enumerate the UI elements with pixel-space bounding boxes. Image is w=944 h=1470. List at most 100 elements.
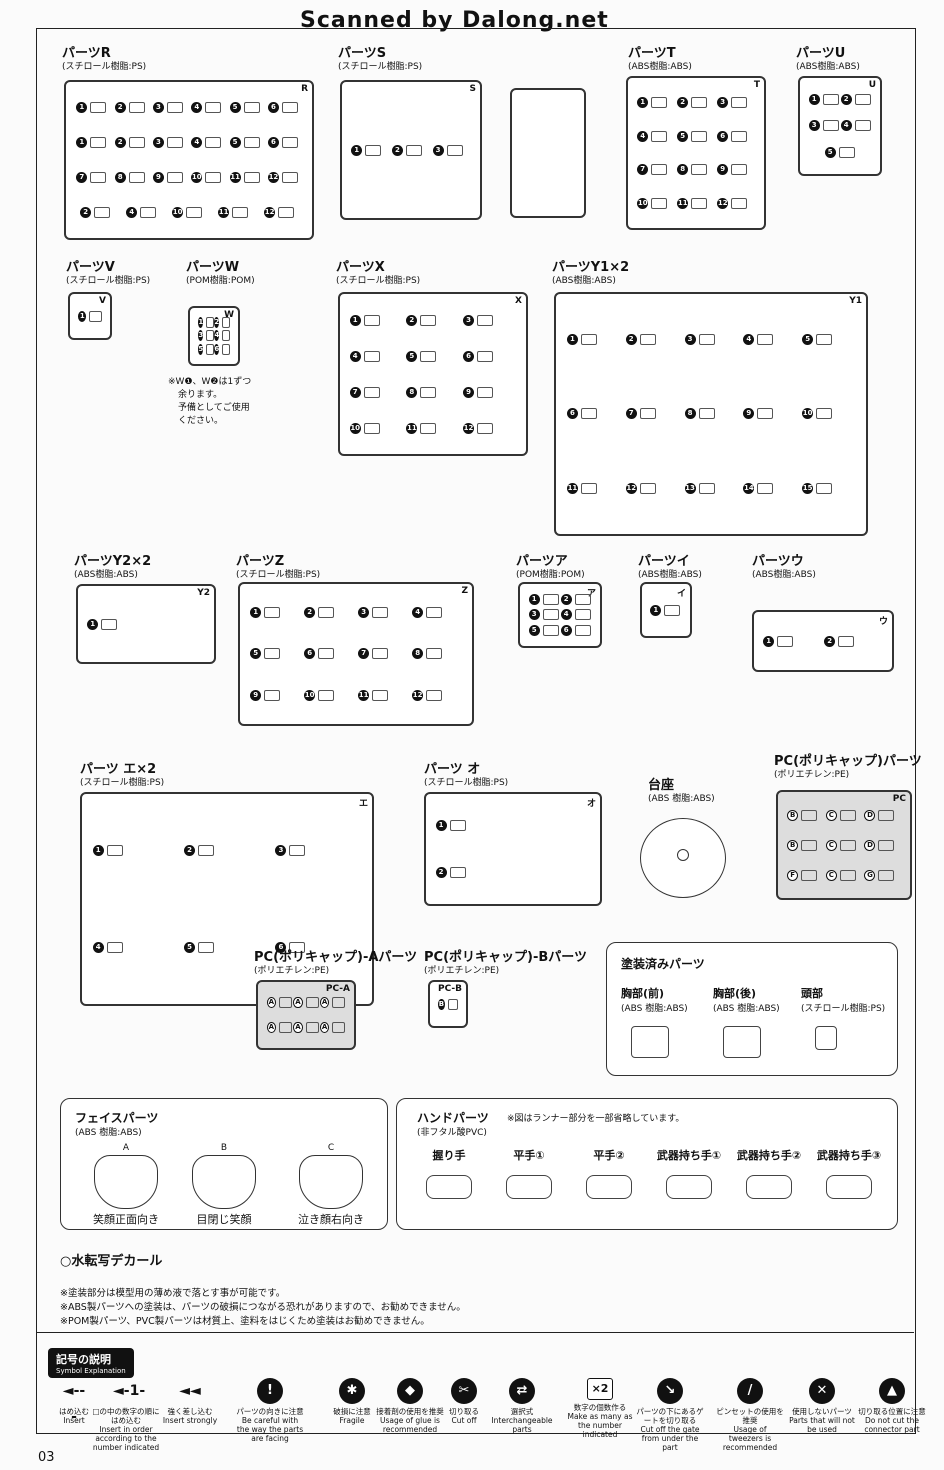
part-piece bbox=[854, 120, 871, 132]
part-cell: 1 bbox=[528, 594, 560, 606]
parts-material: (POM樹脂:POM) bbox=[186, 276, 255, 286]
part-number: A bbox=[293, 997, 303, 1008]
parts-material: (スチロール樹脂:PS) bbox=[236, 570, 321, 580]
part-piece bbox=[801, 839, 818, 851]
part-cell: 7 bbox=[349, 386, 403, 398]
part-piece bbox=[420, 386, 437, 398]
part-cell: 6 bbox=[463, 350, 516, 362]
part-number: 7 bbox=[349, 386, 361, 398]
part-number: 4 bbox=[349, 350, 361, 362]
part-cell: 9 bbox=[743, 408, 796, 420]
symbol-title-en: Symbol Explanation bbox=[56, 1367, 126, 1375]
symbol-en: Do not cut the connector part bbox=[864, 1416, 920, 1434]
part-cell: 12 bbox=[463, 422, 516, 434]
part-cell: 2 bbox=[114, 102, 149, 113]
part-cell: 9 bbox=[463, 386, 516, 398]
part-piece bbox=[757, 483, 774, 495]
part-piece bbox=[816, 408, 833, 420]
runner-label: イ bbox=[676, 589, 686, 599]
part-number: 8 bbox=[114, 172, 126, 183]
part-piece bbox=[128, 172, 145, 183]
part-piece bbox=[205, 102, 222, 113]
part-number: 12 bbox=[463, 422, 474, 434]
part-cell: 3 bbox=[152, 102, 187, 113]
part-number: 6 bbox=[566, 408, 578, 420]
part-piece bbox=[222, 317, 230, 329]
runner-label: R bbox=[301, 84, 308, 94]
part-number: 11 bbox=[218, 207, 230, 218]
part-number: 12 bbox=[717, 197, 729, 209]
hand-label: 武器持ち手② bbox=[736, 1149, 802, 1162]
part-number: 1 bbox=[650, 604, 662, 616]
hand-piece bbox=[746, 1175, 792, 1199]
hand-piece bbox=[586, 1175, 632, 1199]
part-number: 11 bbox=[406, 422, 418, 434]
part-piece bbox=[574, 609, 591, 621]
part-cell: 4 bbox=[92, 942, 179, 953]
parts-title: 台座 bbox=[648, 778, 675, 793]
part-piece bbox=[639, 408, 656, 420]
part-piece bbox=[363, 422, 380, 434]
face-item: B 目閉じ笑顔 bbox=[179, 1143, 269, 1227]
part-number: 1 bbox=[87, 618, 99, 630]
part-piece bbox=[542, 624, 559, 636]
w-note-line: 予備としてご使用 bbox=[178, 403, 250, 413]
w-note: ※W❶、W❷は1ずつ 余ります。 予備としてご使用 ください。 bbox=[168, 374, 251, 426]
painted-item-sub: (ABS 樹脂:ABS) bbox=[713, 1004, 780, 1014]
part-cell: 4 bbox=[743, 333, 796, 345]
part-number: 7 bbox=[625, 408, 637, 420]
part-piece bbox=[372, 648, 389, 660]
part-piece bbox=[264, 689, 281, 701]
part-piece bbox=[839, 869, 856, 881]
part-number: 1 bbox=[76, 102, 88, 113]
part-piece bbox=[289, 845, 306, 856]
part-number: 5 bbox=[528, 624, 540, 636]
part-piece bbox=[801, 809, 818, 821]
part-piece bbox=[731, 197, 748, 209]
part-cell: 3 bbox=[528, 609, 560, 621]
part-cell: 6 bbox=[304, 648, 354, 660]
part-cell: 1 bbox=[87, 618, 205, 630]
runner-label: Y2 bbox=[197, 588, 210, 598]
runner-frame bbox=[510, 88, 586, 218]
part-number: 3 bbox=[275, 845, 287, 856]
part-number: 5 bbox=[802, 333, 814, 345]
symbol-jp: 接着剤の使用を推奨 bbox=[376, 1407, 444, 1416]
part-piece bbox=[731, 164, 748, 176]
face-tag: B bbox=[220, 1143, 228, 1153]
part-number: 3 bbox=[358, 607, 370, 619]
part-number: 4 bbox=[191, 137, 203, 148]
part-cell: 4 bbox=[191, 137, 225, 148]
note-line: ※ABS製パーツへの塗装は、パーツの破損につながる恐れがありますので、お勧めでき… bbox=[60, 1302, 466, 1313]
part-piece bbox=[278, 207, 295, 218]
part-cell: B bbox=[787, 809, 823, 821]
part-cell: 2 bbox=[677, 97, 715, 109]
symbol-en: Insert in order according to the number … bbox=[92, 1425, 160, 1452]
part-piece bbox=[691, 164, 708, 176]
part-number: 6 bbox=[463, 350, 474, 362]
part-cell: 3 bbox=[358, 607, 408, 619]
part-piece bbox=[363, 386, 380, 398]
symbol-icon: ↘ bbox=[657, 1378, 683, 1404]
part-piece bbox=[691, 197, 708, 209]
part-number: 12 bbox=[412, 689, 424, 701]
part-number: 1 bbox=[78, 310, 87, 322]
part-number: 11 bbox=[566, 483, 578, 495]
part-piece bbox=[318, 689, 335, 701]
part-piece bbox=[651, 164, 668, 176]
part-number: 8 bbox=[412, 648, 424, 660]
part-piece bbox=[198, 845, 215, 856]
part-cell: 6 bbox=[275, 942, 361, 953]
part-number: 8 bbox=[684, 408, 696, 420]
part-piece bbox=[106, 845, 123, 856]
part-cell: 2 bbox=[214, 317, 230, 329]
